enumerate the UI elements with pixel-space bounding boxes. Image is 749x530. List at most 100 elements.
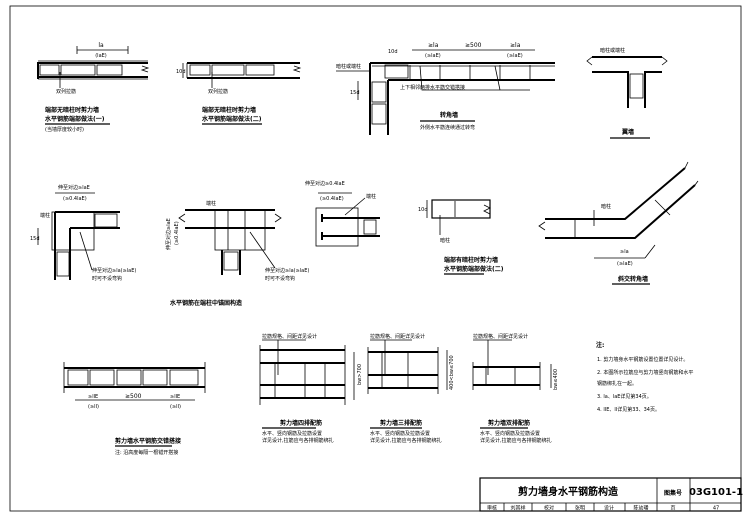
fig1-caption-1: 端部无暗柱时剪力墙 [45, 106, 99, 114]
fig5-dim1: 伸至对边≥laE [58, 184, 90, 191]
tb-page-number: 47 [713, 506, 719, 512]
fig10-dim1a: ≥lIE [88, 394, 98, 400]
fig5-note-1: 伸至对边≥la(≥laE) [92, 267, 136, 274]
fig1-label: 双列拉筋 [56, 88, 76, 95]
tb-page-label: 页 [670, 506, 675, 512]
fig5-note-2: 时可不设弯钩 [92, 275, 122, 282]
fig5-label: 端柱 [40, 212, 50, 219]
fig8-wall-end-with-column: 10d 暗柱 端部有暗柱时剪力墙 水平钢筋端部做法(二) [418, 199, 504, 275]
fig2-caption-1: 端部无暗柱时剪力墙 [202, 106, 256, 114]
fig2-label: 双列拉筋 [208, 88, 228, 95]
fig8-caption-1: 端部有暗柱时剪力墙 [444, 256, 498, 264]
fig11-sub-2: 详见设计,拉筋应与各排钢筋绑扎 [262, 437, 334, 444]
fig8-dim: 10d [418, 207, 428, 213]
fig11-dim: bw>700 [357, 364, 363, 385]
fig9-dim1: ≥la [620, 249, 629, 255]
fig11-sub-1: 水平、竖向钢筋及拉筋设置 [262, 430, 322, 437]
sheet-frame [9, 5, 742, 512]
row2-caption: 水平钢筋在端柱中锚固构造 [170, 299, 242, 307]
fig7-label: 端柱 [366, 193, 376, 200]
fig6-dim-vert-2: (≥0.4laE) [174, 221, 180, 245]
fig10-lap-splice: ≥lIE (≥lI) ≥500 ≥lIE (≥lI) 剪力墙水平钢筋交错搭接 注… [63, 362, 206, 456]
fig12-caption: 剪力墙三排配筋 [380, 419, 422, 427]
note-item: 3. la、laE详见第34页。 [597, 393, 652, 400]
fig2-wall-end-no-column-2: 10d 双列拉筋 端部无暗柱时剪力墙 水平钢筋端部做法(二) [176, 62, 302, 125]
fig12-top: 拉筋规格、间距详见设计 [370, 333, 425, 340]
fig10-dim1b: (≥lI) [88, 404, 99, 410]
fig3-dim-vert: 15d [350, 90, 360, 96]
note-item: 2. 本图所示拉筋应与剪力墙竖向钢筋和水平 [597, 369, 693, 376]
fig1-caption-3: (当墙厚度较小时) [45, 126, 84, 133]
notes-title: 注: [596, 341, 604, 349]
fig3-dim3a: ≥la [510, 42, 521, 49]
fig10-caption: 剪力墙水平钢筋交错搭接 [115, 437, 181, 445]
tb-design-label: 设计 [604, 505, 614, 512]
fig3-dim-hook: 10d [388, 49, 398, 55]
atlas-label: 图集号 [664, 489, 682, 497]
fig3-dim1b: (≥laE) [425, 53, 441, 59]
fig5-end-column-corner: 伸至对边≥laE (≥0.4laE) 端柱 15d 伸至对边≥la(≥laE) … [30, 184, 136, 282]
fig12-three-layer-rebar: 拉筋规格、间距详见设计 400<bw≤700 剪力墙三排配筋 水平、竖向钢筋及拉… [367, 333, 455, 444]
note-item: 1. 剪力墙身水平钢筋设置位置详见设计。 [597, 356, 688, 363]
fig9-skew-corner-wall: 暗柱 ≥la (≥laE) 斜交转角墙 [538, 161, 699, 285]
fig3-corner-wall: 暗柱或端柱 10d 15d ≥la (≥laE) ≥500 ≥la (≥laE)… [336, 42, 555, 135]
fig8-caption-2: 水平钢筋端部做法(二) [444, 265, 504, 273]
fig11-four-layer-rebar: 拉筋规格、间距详见设计 bw>700 剪力墙四排配筋 水平、竖向钢筋及拉筋设置 … [259, 333, 363, 444]
fig12-sub-2: 详见设计,拉筋应与各排钢筋绑扎 [370, 437, 442, 444]
fig5-dim-vert: 15d [30, 236, 40, 242]
fig1-wall-end-no-column-1: la (laE) 双列拉筋 端部无暗柱时剪力墙 水平钢筋端部做法(一) (当墙厚… [37, 42, 150, 133]
fig8-label: 暗柱 [440, 237, 450, 244]
fig7-end-column-end: 伸至对边≥0.4laE (≥0.4laE) 端柱 [305, 180, 380, 247]
fig4-caption: 翼墙 [621, 128, 634, 136]
title-block: 剪力墙身水平钢筋构造 图集号 03G101-1 审核 刘其祥 校对 张明 设计 … [479, 477, 743, 512]
fig10-dim2: ≥500 [125, 393, 142, 400]
fig6-note-2: 时可不设弯钩 [265, 275, 295, 282]
fig6-note-1: 伸至对边≥la(≥laE) [265, 267, 309, 274]
fig6-end-column-wing: 端柱 伸至对边≥laE (≥0.4laE) 伸至对边≥la(≥laE) 时可不设… [165, 200, 309, 282]
fig9-dim2: (≥laE) [617, 261, 633, 267]
fig12-sub-1: 水平、竖向钢筋及拉筋设置 [370, 430, 430, 437]
fig3-note: 上下相邻两排水平筋交错搭接 [400, 84, 465, 91]
note-item: 钢筋绑扎在一起。 [597, 380, 637, 387]
fig2-dim: 10d [176, 69, 186, 75]
fig7-dim1: 伸至对边≥0.4laE [305, 180, 345, 187]
fig6-label: 端柱 [206, 200, 216, 207]
fig1-dim-top: la [98, 42, 104, 49]
tb-check-label: 校对 [544, 505, 554, 512]
fig2-caption-2: 水平钢筋端部做法(二) [202, 115, 262, 123]
fig3-caption-1: 转角墙 [440, 111, 458, 119]
fig5-dim2: (≥0.4laE) [63, 196, 87, 202]
fig6-dim-vert-1: 伸至对边≥laE [165, 218, 172, 250]
drawing-title: 剪力墙身水平钢筋构造 [518, 485, 619, 498]
fig4-label: 暗柱或端柱 [600, 47, 625, 54]
fig11-caption: 剪力墙四排配筋 [280, 419, 322, 427]
fig10-dim3b: (≥lI) [170, 404, 181, 410]
fig13-top: 拉筋规格、间距详见设计 [473, 333, 528, 340]
fig13-sub-2: 详见设计,拉筋应与各排钢筋绑扎 [480, 437, 552, 444]
fig13-two-layer-rebar: 拉筋规格、间距详见设计 bw≤400 剪力墙双排配筋 水平、竖向钢筋及拉筋设置 … [472, 333, 559, 444]
fig13-sub-1: 水平、竖向钢筋及拉筋设置 [480, 430, 540, 437]
fig3-label-left: 暗柱或端柱 [336, 63, 361, 70]
fig1-caption-2: 水平钢筋端部做法(一) [45, 115, 105, 123]
fig1-dim-bottom: (laE) [95, 53, 107, 59]
note-item: 4. lIE、lI详见第33、34页。 [597, 406, 660, 413]
tb-design-name: 陈幼璠 [633, 505, 648, 512]
fig10-note: 注: 沿高度每隔一根错开搭接 [115, 449, 178, 456]
notes: 注: 1. 剪力墙身水平钢筋设置位置详见设计。 2. 本图所示拉筋应与剪力墙竖向… [596, 341, 693, 413]
tb-check-name: 张明 [575, 505, 585, 512]
fig9-caption: 斜交转角墙 [617, 275, 648, 283]
fig10-dim3a: ≥lIE [170, 394, 180, 400]
fig7-dim2: (≥0.4laE) [320, 196, 344, 202]
fig3-dim1a: ≥la [428, 42, 439, 49]
fig3-dim2: ≥500 [465, 42, 482, 49]
fig13-caption: 剪力墙双排配筋 [488, 419, 530, 427]
fig13-dim: bw≤400 [553, 369, 559, 390]
fig4-wing-wall: 暗柱或端柱 翼墙 [586, 47, 668, 139]
fig9-label: 暗柱 [601, 203, 611, 210]
fig12-dim: 400<bw≤700 [449, 355, 455, 390]
fig3-caption-2: 外侧水平筋连续通过转弯 [420, 124, 475, 131]
tb-review-name: 刘其祥 [510, 505, 525, 512]
tb-review-label: 审核 [487, 505, 497, 512]
fig3-dim3b: (≥laE) [507, 53, 523, 59]
